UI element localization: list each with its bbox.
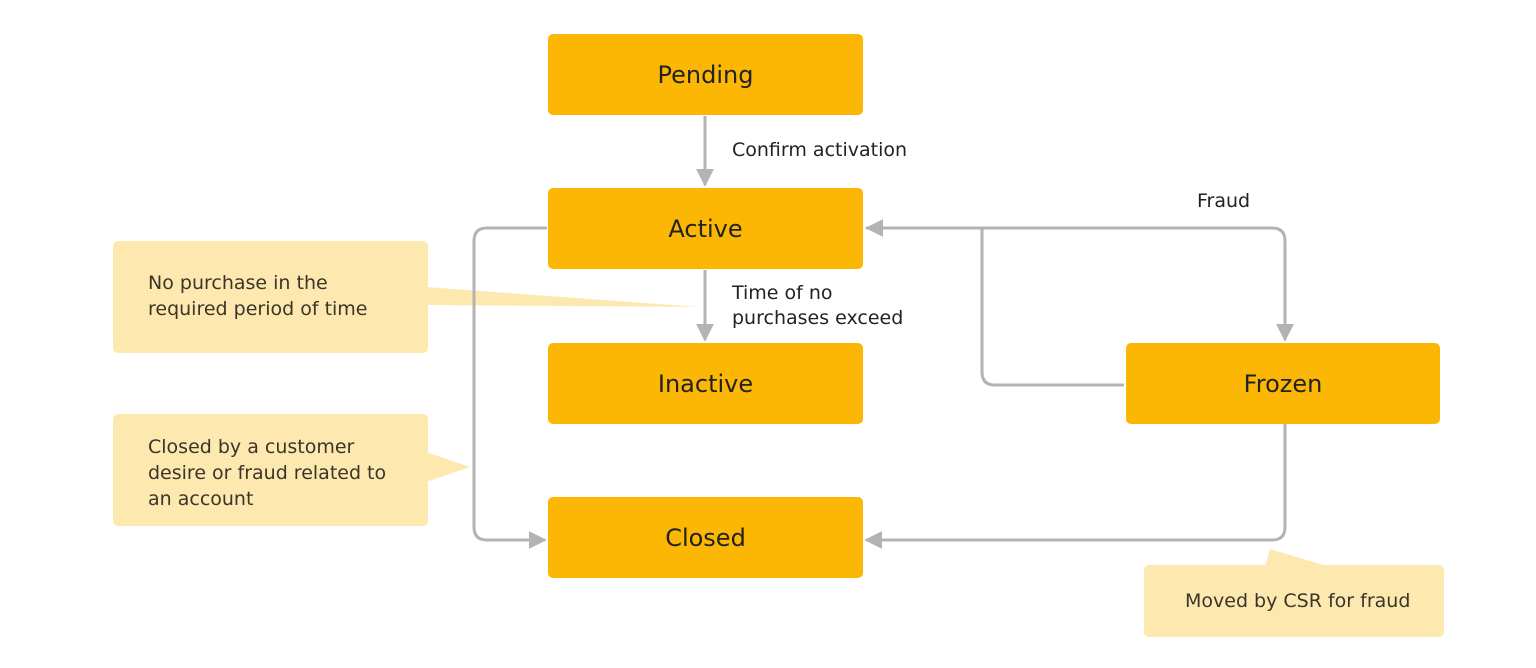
arrow-frozen-to-active bbox=[865, 219, 1124, 387]
transition-label-confirm-activation: Confirm activation bbox=[732, 139, 908, 161]
state-frozen-label: Frozen bbox=[1243, 369, 1323, 398]
state-inactive-label: Inactive bbox=[657, 369, 754, 398]
note-closed-line3: an account bbox=[148, 488, 254, 510]
arrow-active-to-frozen bbox=[866, 226, 1294, 342]
state-active: Active bbox=[548, 188, 863, 269]
state-pending: Pending bbox=[548, 34, 863, 115]
state-frozen: Frozen bbox=[1126, 343, 1440, 424]
note-closed-pointer bbox=[426, 452, 470, 482]
note-inactive-line1: No purchase in the bbox=[148, 272, 328, 294]
transition-label-fraud: Fraud bbox=[1197, 190, 1251, 212]
note-inactive-pointer bbox=[426, 287, 700, 307]
arrow-active-to-closed bbox=[472, 226, 547, 549]
note-closed-line1: Closed by a customer bbox=[148, 436, 355, 458]
state-closed: Closed bbox=[548, 497, 863, 578]
note-inactive: No purchase in the required period of ti… bbox=[113, 241, 428, 353]
note-frozen-line1: Moved by CSR for fraud bbox=[1185, 590, 1411, 612]
transition-label-time-line2: purchases exceed bbox=[732, 307, 904, 329]
note-inactive-line2: required period of time bbox=[148, 298, 368, 320]
note-closed: Closed by a customer desire or fraud rel… bbox=[113, 414, 428, 526]
note-frozen: Moved by CSR for fraud bbox=[1144, 565, 1444, 637]
transition-label-time-line1: Time of no bbox=[732, 282, 833, 304]
arrow-frozen-to-closed bbox=[864, 424, 1287, 549]
state-active-label: Active bbox=[668, 214, 743, 243]
state-closed-label: Closed bbox=[665, 523, 746, 552]
state-inactive: Inactive bbox=[548, 343, 863, 424]
note-closed-line2: desire or fraud related to bbox=[148, 462, 387, 484]
transition-label-time-of-no-purchases: Time of no purchases exceed bbox=[732, 281, 903, 331]
note-frozen-pointer bbox=[1265, 549, 1330, 567]
state-pending-label: Pending bbox=[657, 60, 754, 89]
